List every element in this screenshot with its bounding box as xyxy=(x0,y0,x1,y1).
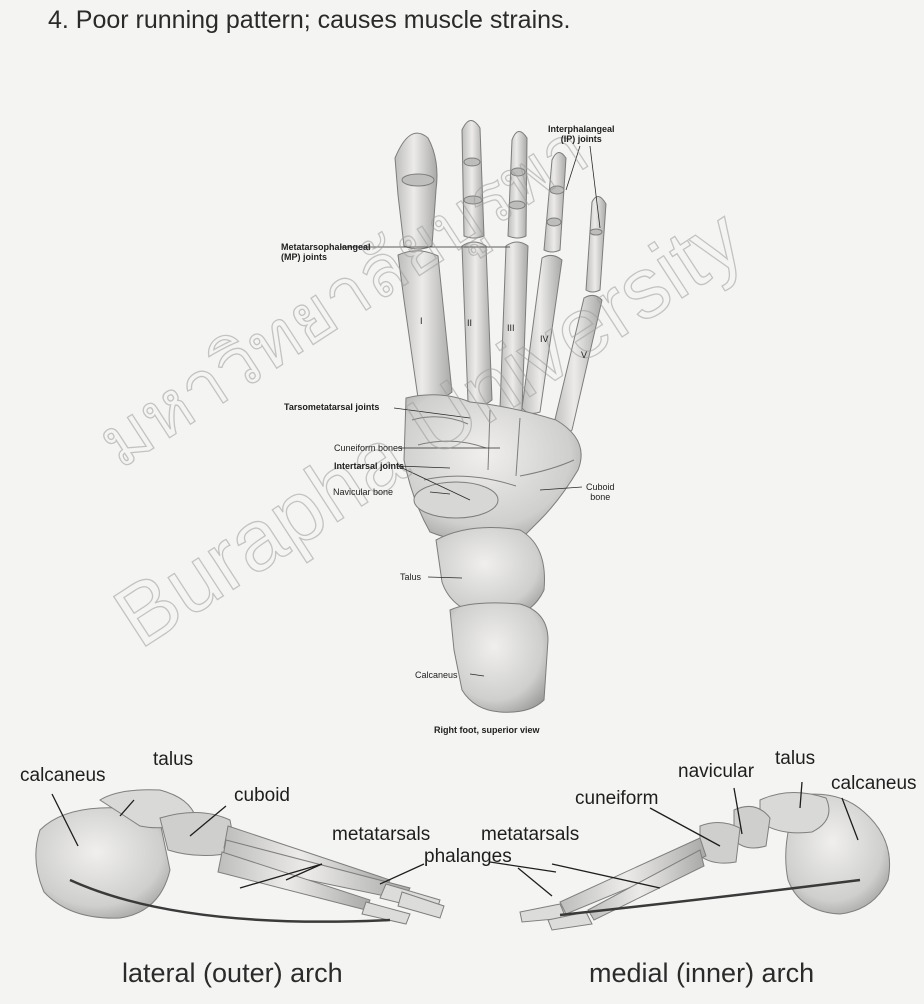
lateral-label-cuboid: cuboid xyxy=(234,785,290,807)
label-cuneiform-bones: Cuneiform bones xyxy=(334,443,403,453)
lateral-label-talus: talus xyxy=(153,749,193,771)
medial-label-metatarsals: metatarsals xyxy=(481,824,579,846)
label-calcaneus: Calcaneus xyxy=(415,670,458,680)
lateral-label-calcaneus: calcaneus xyxy=(20,765,106,787)
label-interphalangeal: Interphalangeal (IP) joints xyxy=(548,124,615,144)
lateral-label-metatarsals: metatarsals xyxy=(332,824,430,846)
medial-label-cuneiform: cuneiform xyxy=(575,788,658,810)
lateral-arch-illustration xyxy=(36,790,444,924)
numeral-iv: IV xyxy=(540,334,549,344)
label-intertarsal: Intertarsal joints xyxy=(334,461,404,471)
medial-label-talus: talus xyxy=(775,748,815,770)
label-tarsometatarsal: Tarsometatarsal joints xyxy=(284,402,379,412)
label-talus: Talus xyxy=(400,572,421,582)
medial-label-navicular: navicular xyxy=(678,761,754,783)
medial-arch-illustration xyxy=(520,792,890,930)
right-foot-superior-view xyxy=(395,120,606,712)
numeral-i: I xyxy=(420,316,423,326)
foot-caption: Right foot, superior view xyxy=(434,725,540,735)
lateral-arch-caption: lateral (outer) arch xyxy=(122,958,343,989)
label-metatarsophalangeal: Metatarsophalangeal (MP) joints xyxy=(281,242,371,262)
numeral-iii: III xyxy=(507,323,515,333)
label-cuboid-bone: Cuboid bone xyxy=(586,482,615,502)
numeral-ii: II xyxy=(467,318,472,328)
numeral-v: V xyxy=(581,350,587,360)
medial-label-calcaneus: calcaneus xyxy=(831,773,917,795)
lateral-label-phalanges: phalanges xyxy=(424,846,512,868)
label-navicular-bone: Navicular bone xyxy=(333,487,393,497)
medial-arch-caption: medial (inner) arch xyxy=(589,958,814,989)
